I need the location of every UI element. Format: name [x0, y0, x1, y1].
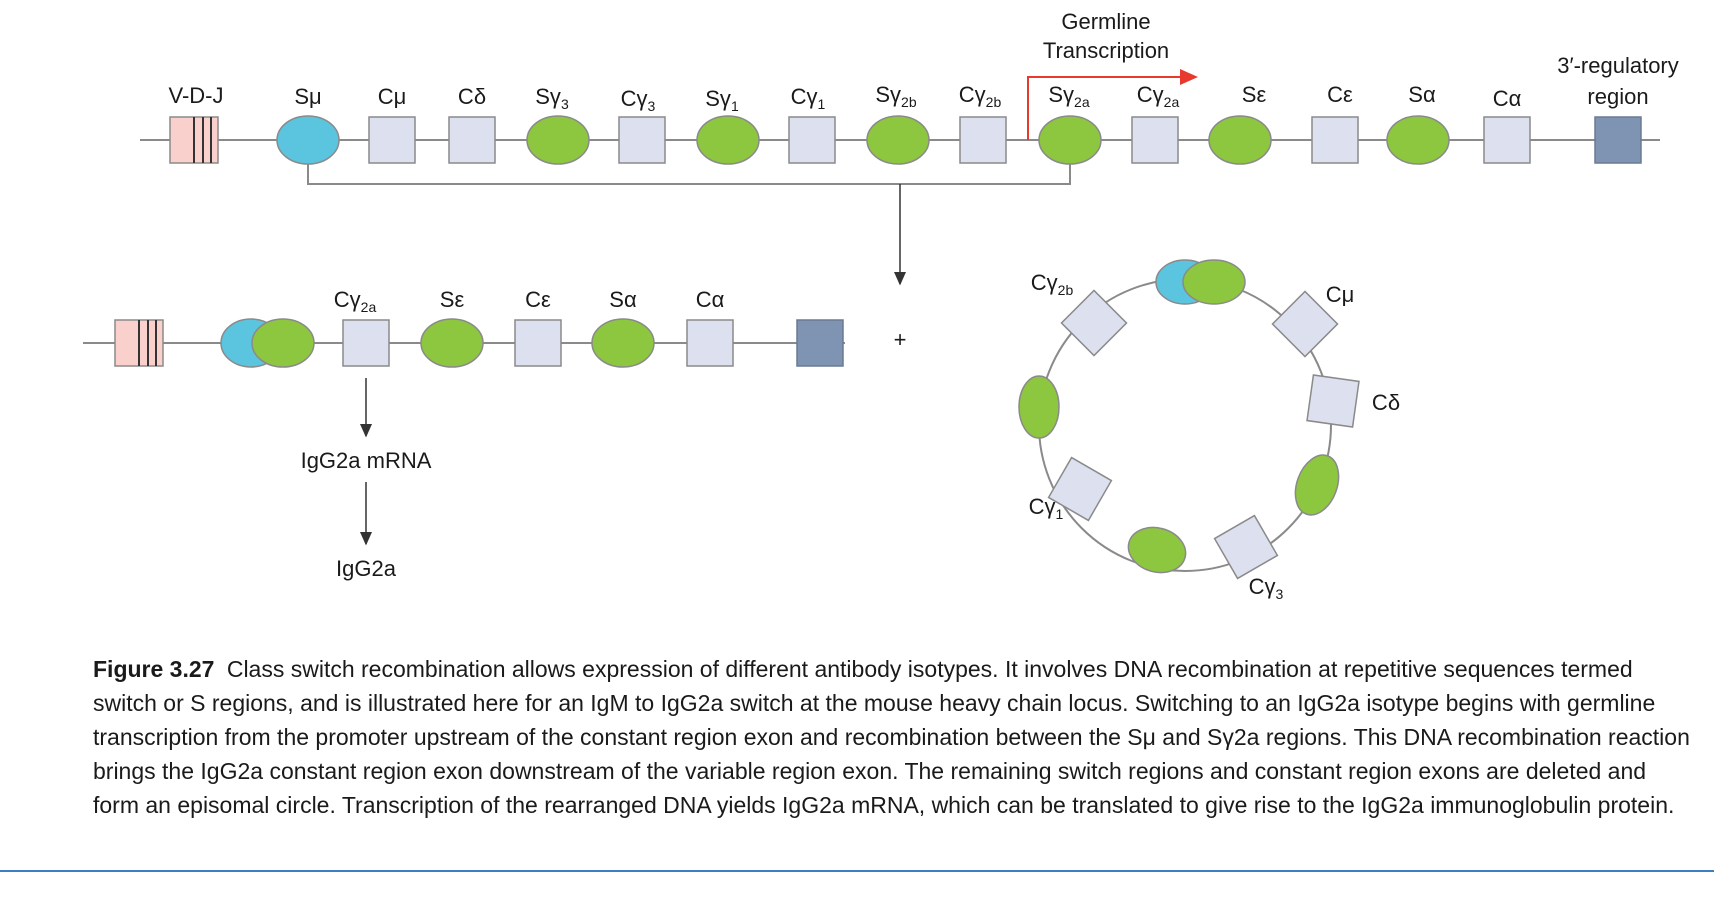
episome-c-gamma3-exon [1213, 514, 1279, 580]
s-mu-region [276, 115, 340, 165]
episome-c-mu-exon [1271, 290, 1339, 358]
label-s-gamma3: Sγ3 [535, 84, 569, 112]
c-gamma2b-exon [959, 116, 1007, 164]
germline-transcription-label-line1: Germline [1061, 9, 1150, 34]
label-recombined-c-gamma2a: Cγ2a [334, 287, 377, 315]
label-recombined-c-epsilon: Cε [525, 287, 551, 312]
plus-sign: + [894, 327, 907, 352]
class-switch-diagram: V-D-J Sμ Cμ Cδ Sγ3 Cγ3 Sγ1 Cγ1 Sγ2b Cγ2b… [83, 9, 1679, 602]
label-c-mu: Cμ [378, 84, 407, 109]
regulatory-region [1594, 116, 1642, 164]
s-gamma2a-region [1038, 115, 1102, 165]
episome-s-region-bottom [1127, 526, 1187, 574]
c-gamma2a-exon [1131, 116, 1179, 164]
c-epsilon-exon [1311, 116, 1359, 164]
regulatory-label-line2: region [1587, 84, 1648, 109]
episome-c-gamma2b-exon [1060, 289, 1128, 357]
label-c-gamma1: Cγ1 [791, 84, 826, 112]
vdj-block [169, 116, 219, 164]
label-episome-c-delta: Cδ [1372, 390, 1400, 415]
label-c-delta: Cδ [458, 84, 486, 109]
label-recombined-c-alpha: Cα [696, 287, 725, 312]
episome-c-delta-exon [1306, 374, 1360, 428]
c-gamma1-exon [788, 116, 836, 164]
recombined-vdj-block [114, 319, 164, 367]
s-gamma3-region [526, 115, 590, 165]
label-c-gamma2b: Cγ2b [959, 82, 1002, 110]
recombined-c-epsilon-exon [514, 319, 562, 367]
label-episome-c-gamma2b: Cγ2b [1031, 270, 1074, 298]
s-epsilon-region [1208, 115, 1272, 165]
recombined-c-gamma2a-exon [342, 319, 390, 367]
protein-label: IgG2a [336, 556, 397, 581]
c-mu-exon [368, 116, 416, 164]
hybrid-switch-region [220, 318, 315, 368]
label-s-gamma2b: Sγ2b [875, 82, 916, 110]
label-s-gamma2a: Sγ2a [1048, 82, 1089, 110]
vdj-label: V-D-J [169, 83, 224, 108]
c-delta-exon [448, 116, 496, 164]
label-c-alpha: Cα [1493, 86, 1522, 111]
episome-c-gamma1-exon [1047, 456, 1113, 522]
recombined-s-alpha-region [591, 318, 655, 368]
recombined-regulatory-region [796, 319, 844, 367]
recombination-bracket [307, 164, 1071, 286]
episome-hybrid-switch-region [1155, 259, 1246, 305]
recombined-c-alpha-exon [686, 319, 734, 367]
label-episome-c-gamma3: Cγ3 [1249, 574, 1284, 602]
label-s-epsilon: Sε [1242, 82, 1267, 107]
s-gamma2b-region [866, 115, 930, 165]
episomal-circle: Cγ2b Cμ Cδ Cγ1 Cγ3 [1018, 259, 1400, 602]
episome-s-region-right [1294, 454, 1340, 516]
episome-s-region-left [1018, 375, 1060, 439]
c-gamma3-exon [618, 116, 666, 164]
regulatory-label-line1: 3′-regulatory [1557, 53, 1679, 78]
s-alpha-region [1386, 115, 1450, 165]
label-episome-c-mu: Cμ [1326, 282, 1355, 307]
germline-transcription-label-line2: Transcription [1043, 38, 1169, 63]
recombined-s-epsilon-region [420, 318, 484, 368]
germline-transcription-arrow [1027, 69, 1198, 140]
label-s-alpha: Sα [1408, 82, 1436, 107]
mrna-label: IgG2a mRNA [301, 448, 432, 473]
label-recombined-s-alpha: Sα [609, 287, 637, 312]
figure-number: Figure 3.27 [93, 656, 215, 682]
recombined-locus: Cγ2a Sε Cε Sα Cα + IgG2a mRNA IgG2a [83, 287, 906, 581]
label-c-gamma2a: Cγ2a [1137, 82, 1180, 110]
caption-text: Class switch recombination allows expres… [93, 656, 1690, 818]
s-gamma1-region [696, 115, 760, 165]
c-alpha-exon [1483, 116, 1531, 164]
label-s-gamma1: Sγ1 [705, 86, 739, 114]
label-recombined-s-epsilon: Sε [440, 287, 465, 312]
label-c-epsilon: Cε [1327, 82, 1353, 107]
label-episome-c-gamma1: Cγ1 [1029, 494, 1064, 522]
germline-locus: V-D-J Sμ Cμ Cδ Sγ3 Cγ3 Sγ1 Cγ1 Sγ2b Cγ2b… [140, 9, 1679, 286]
label-s-mu: Sμ [294, 84, 321, 109]
figure-caption: Figure 3.27 Class switch recombination a… [93, 652, 1693, 822]
bottom-rule [0, 870, 1714, 872]
label-c-gamma3: Cγ3 [621, 86, 656, 114]
